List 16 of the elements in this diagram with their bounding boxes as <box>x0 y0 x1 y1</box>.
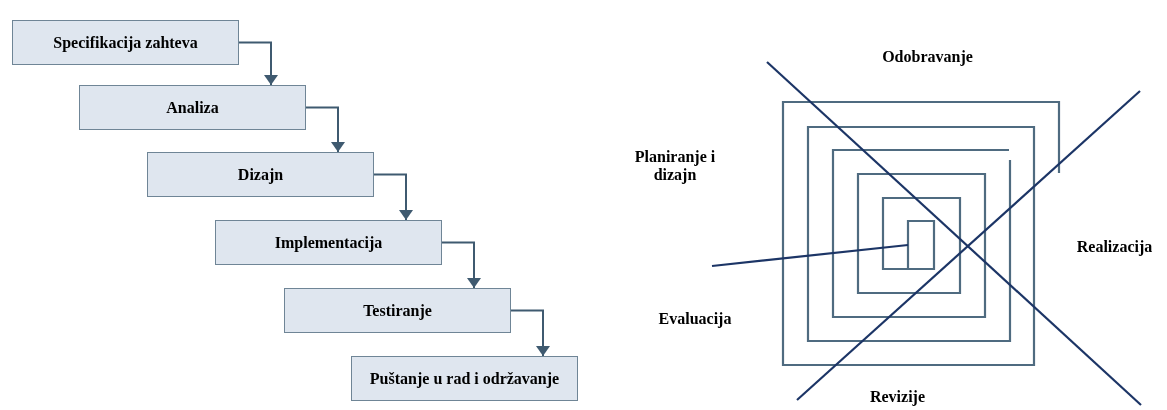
process-box: Puštanje u rad i održavanje <box>351 356 578 401</box>
process-box: Specifikacija zahteva <box>12 20 239 65</box>
phase-label: Revizije <box>868 388 927 406</box>
arrow <box>238 41 278 86</box>
phase-label: Planiranje i dizajn <box>633 148 717 184</box>
arrow <box>305 106 345 153</box>
phase-label: Realizacija <box>1075 238 1154 256</box>
arrow <box>373 173 413 221</box>
phase-label: Evaluacija <box>657 310 733 328</box>
process-box: Testiranje <box>284 288 511 333</box>
arrow <box>510 309 550 357</box>
process-box: Analiza <box>79 85 306 130</box>
arrow <box>441 241 481 289</box>
process-box: Dizajn <box>147 152 374 197</box>
process-box: Implementacija <box>215 220 442 265</box>
phase-label: Odobravanje <box>881 48 974 66</box>
